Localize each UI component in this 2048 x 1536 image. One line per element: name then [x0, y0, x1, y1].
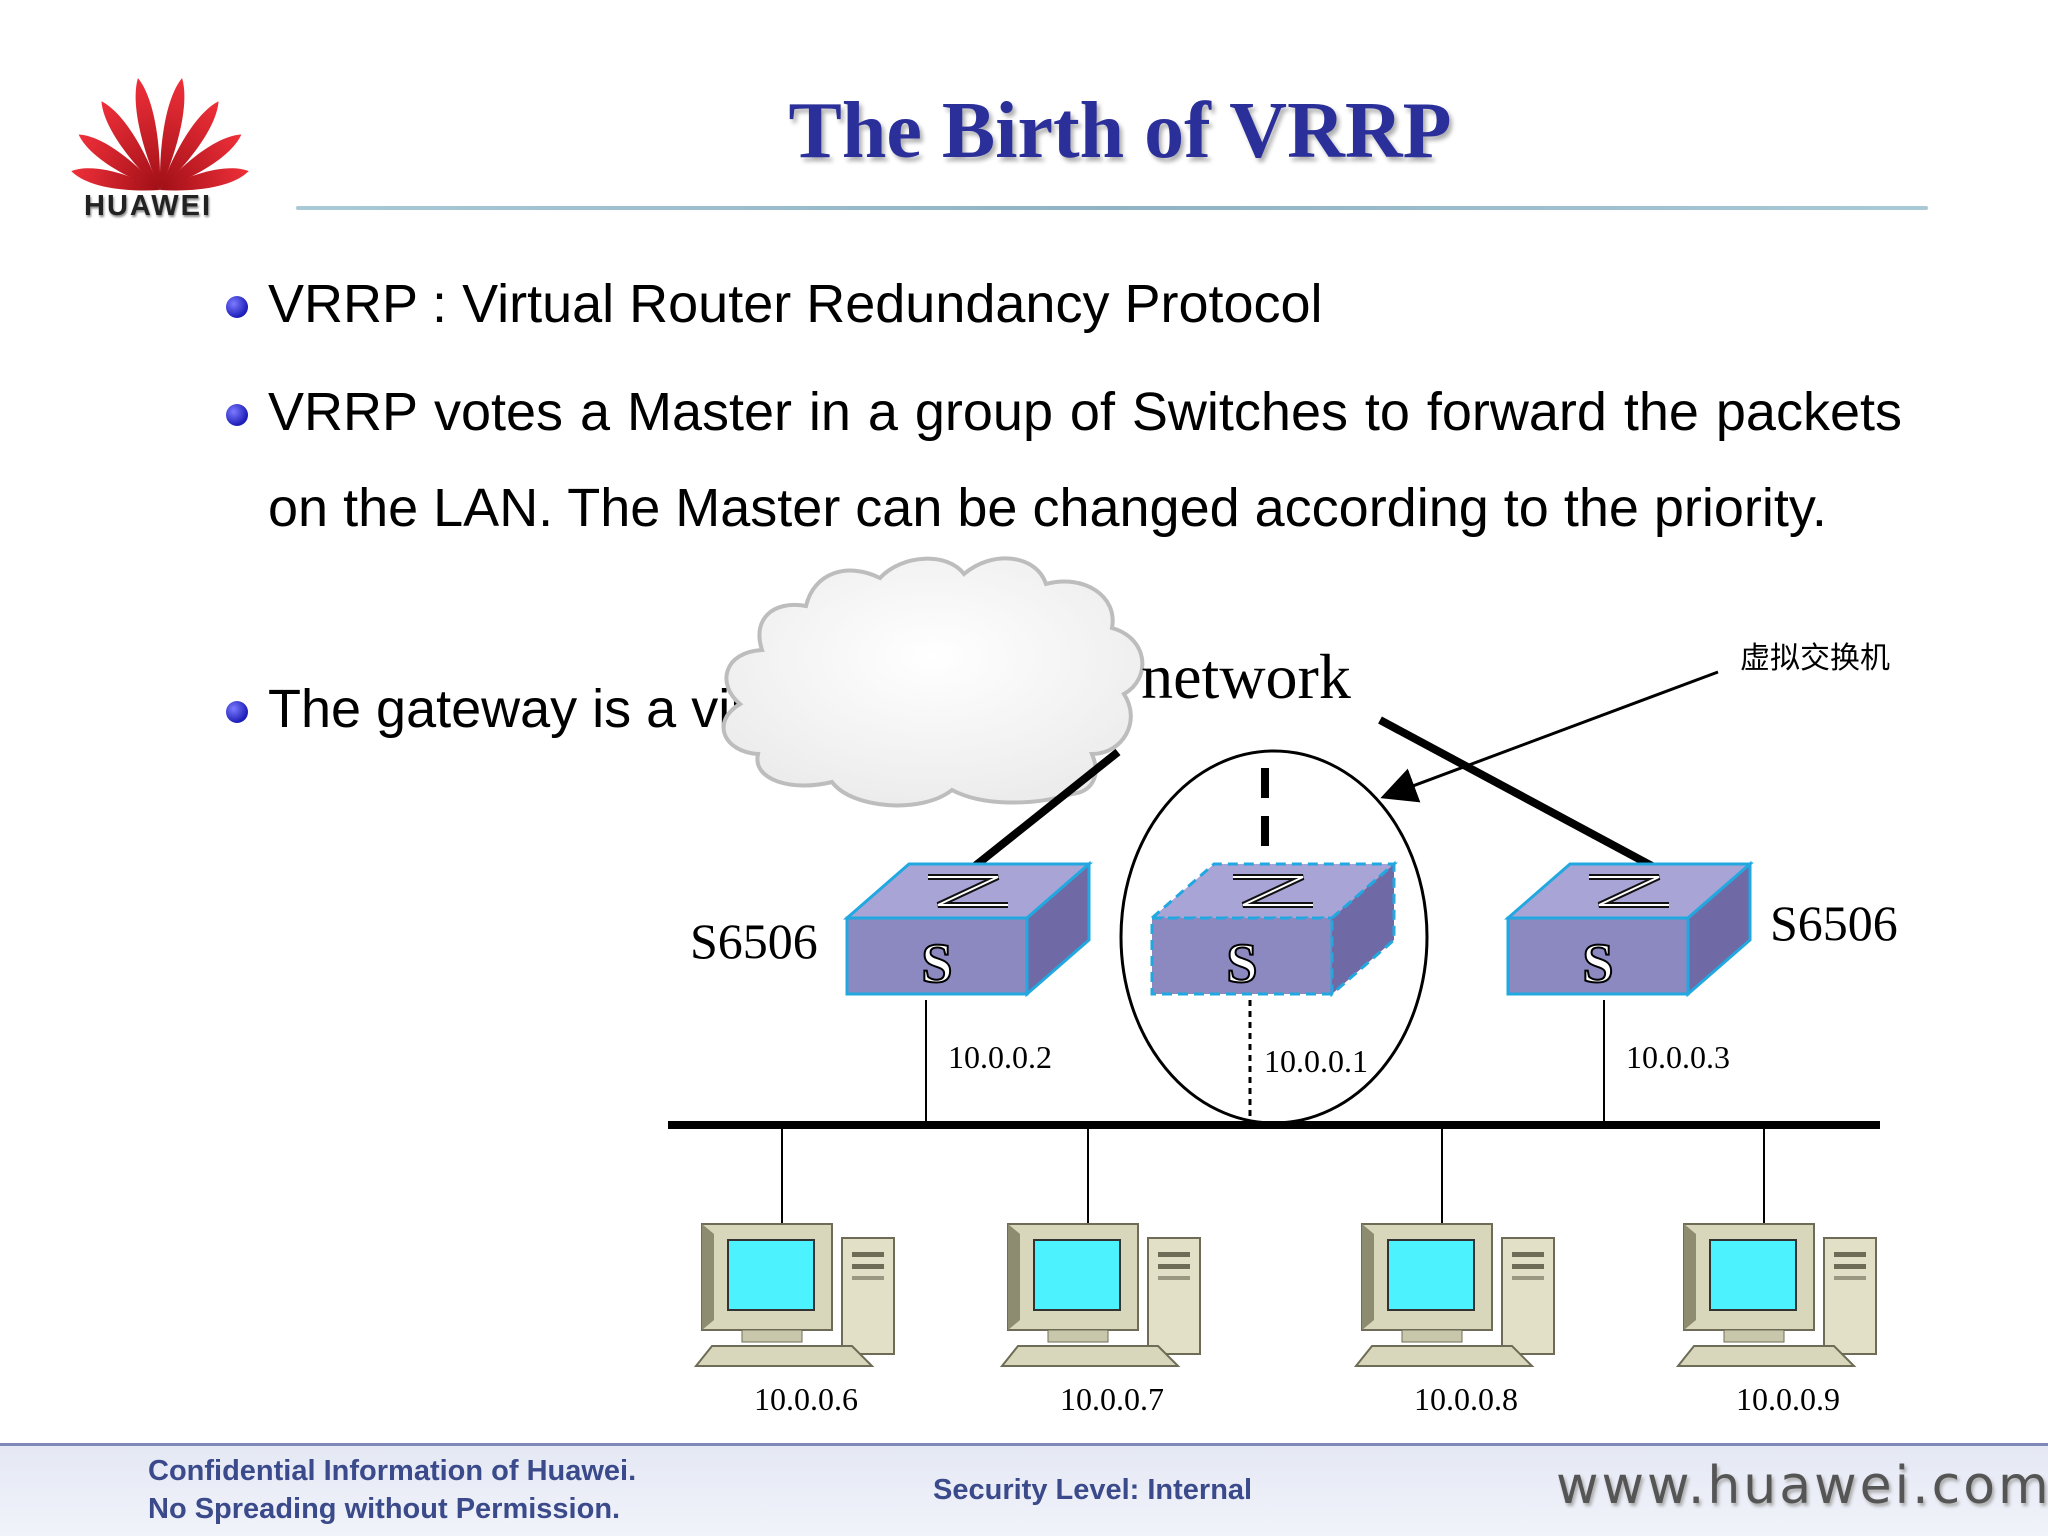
logo-petal	[160, 101, 219, 190]
switch-letter: S	[1582, 933, 1613, 995]
logo-petal	[135, 78, 161, 190]
website-url: www.huawei.com	[1556, 1456, 2048, 1516]
bullet-dot-icon	[226, 404, 248, 426]
host-ip-label: 10.0.0.7	[1060, 1381, 1164, 1417]
confidential-line-1: Confidential Information of Huawei.	[148, 1455, 637, 1487]
virtual-switch-icon: S	[1147, 860, 1399, 998]
host-computer-icon: 10.0.0.6	[693, 1128, 895, 1417]
host-ip-label: 10.0.0.8	[1414, 1381, 1518, 1417]
switch-ip-label: 10.0.0.1	[1264, 1043, 1368, 1079]
logo-petal	[71, 168, 160, 191]
logo-wordmark: HUAWEI	[84, 190, 212, 222]
switch-model-label: S6506	[690, 913, 818, 969]
security-level: Security Level: Internal	[933, 1474, 1253, 1506]
logo-petal	[160, 134, 242, 190]
switch-letter: S	[921, 933, 952, 995]
switch-icon: S	[1503, 860, 1755, 998]
host-computer-icon: 10.0.0.8	[1353, 1128, 1555, 1417]
host-ip-label: 10.0.0.9	[1736, 1381, 1840, 1417]
host-ip-label: 10.0.0.6	[754, 1381, 858, 1417]
switch-ip-label: 10.0.0.3	[1626, 1039, 1730, 1075]
switch-model-label: S6506	[1770, 895, 1898, 951]
page-title: The Birth of VRRP	[788, 87, 1452, 175]
title-divider	[296, 206, 1928, 210]
logo-petal	[159, 78, 185, 190]
bullet-dot-icon	[226, 296, 248, 318]
huawei-logo-icon	[71, 78, 249, 191]
callout-arrow	[1380, 670, 1719, 803]
logo-petal	[101, 101, 160, 190]
host-computer-icon: 10.0.0.9	[1675, 1128, 1877, 1417]
switch-ip-label: 10.0.0.2	[948, 1039, 1052, 1075]
link-cloud-left	[972, 748, 1121, 870]
bullet-text: VRRP : Virtual Router Redundancy Protoco…	[268, 274, 1323, 334]
virtual-switch-note: 虚拟交换机	[1740, 641, 1890, 676]
bullet-text: VRRP votes a Master in a group of Switch…	[268, 382, 1902, 538]
link-cloud-right	[1378, 716, 1654, 870]
confidential-line-2: No Spreading without Permission.	[148, 1493, 621, 1525]
logo-petal	[78, 134, 160, 190]
logo-petal	[160, 168, 249, 191]
network-cloud-icon	[721, 556, 1145, 808]
bullet-dot-icon	[226, 701, 248, 723]
host-computer-icon: 10.0.0.7	[999, 1128, 1201, 1417]
confidential-notice: Confidential Information of Huawei. No S…	[148, 1452, 636, 1528]
network-label: network	[1141, 641, 1351, 712]
switch-letter: S	[1226, 933, 1257, 995]
footer	[0, 1443, 2048, 1536]
switch-icon: S	[842, 860, 1094, 998]
footer-divider	[0, 1443, 2048, 1446]
